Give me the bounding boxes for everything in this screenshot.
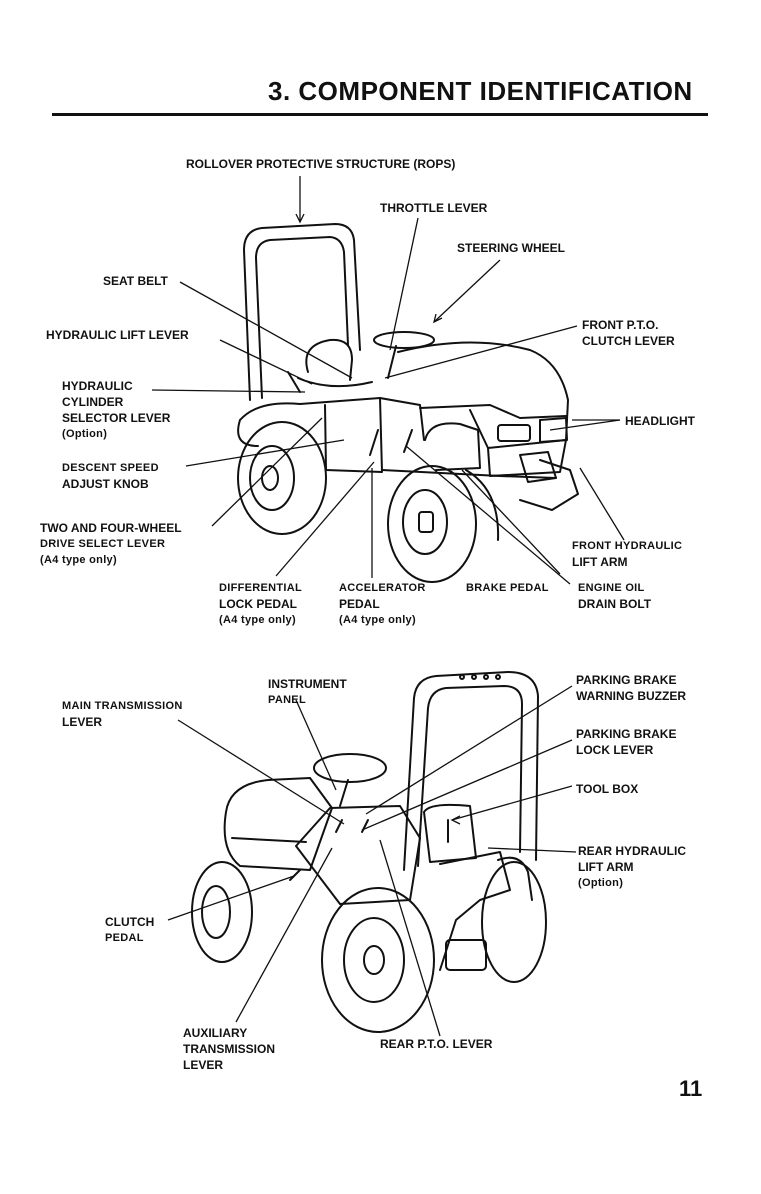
page-title: 3. COMPONENT IDENTIFICATION <box>268 76 693 106</box>
rear-tractor-drawing <box>191 671 547 1033</box>
label-tool-box: TOOL BOX <box>576 782 639 796</box>
label-hydraulic-lift-lever: HYDRAULIC LIFT LEVER <box>46 328 189 342</box>
label-rear-pto-lever: REAR P.T.O. LEVER <box>380 1037 493 1051</box>
label-throttle-lever: THROTTLE LEVER <box>380 201 488 215</box>
label-front-pto-clutch-lever: FRONT P.T.O.CLUTCH LEVER <box>582 318 675 348</box>
page-number: 11 <box>679 1076 703 1101</box>
front-tractor-drawing <box>237 223 579 583</box>
label-brake-pedal: BRAKE PEDAL <box>466 582 549 594</box>
title-rule <box>52 113 708 116</box>
label-steering-wheel: STEERING WHEEL <box>457 241 566 255</box>
label-rops: ROLLOVER PROTECTIVE STRUCTURE (ROPS) <box>186 157 456 171</box>
label-headlight: HEADLIGHT <box>625 414 695 428</box>
label-seat-belt: SEAT BELT <box>103 274 168 288</box>
